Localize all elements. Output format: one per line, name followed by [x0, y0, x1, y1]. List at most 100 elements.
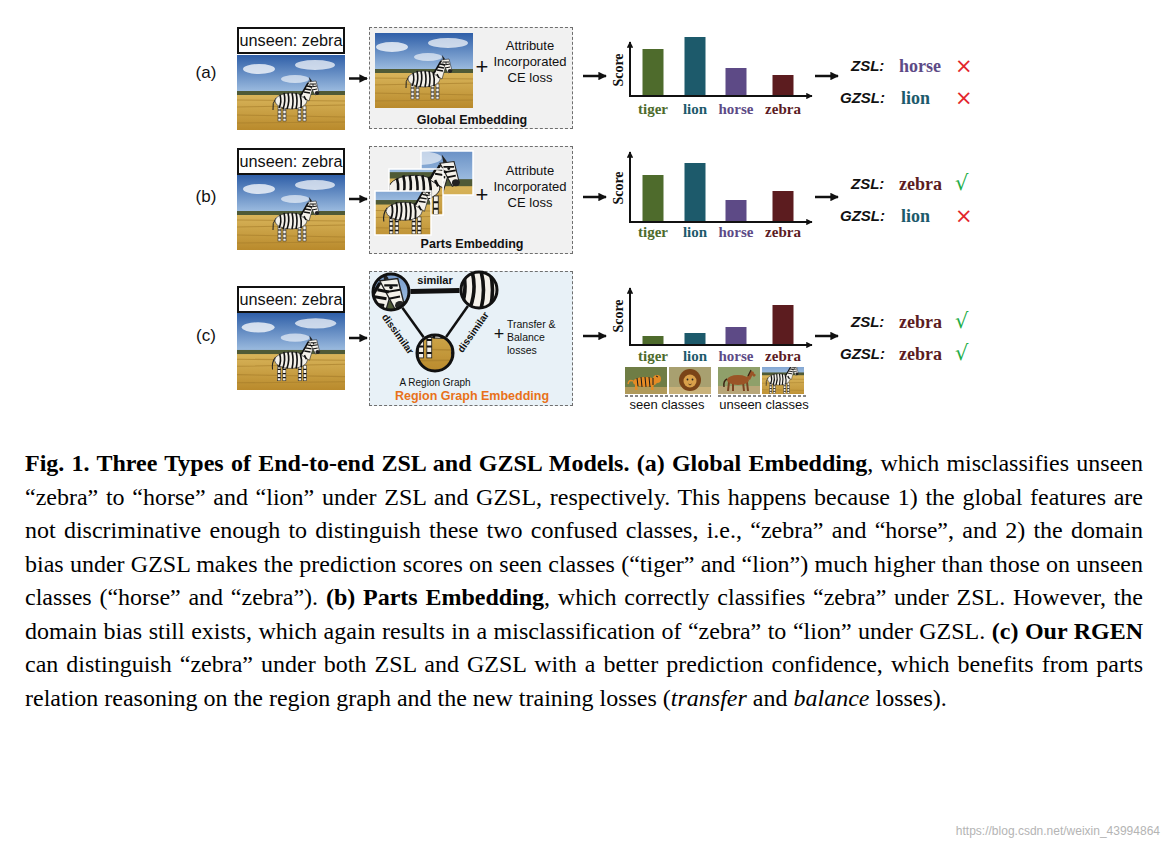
right-mark: √	[955, 171, 968, 195]
region-node	[417, 335, 453, 371]
panel-letter: (a)	[196, 63, 217, 83]
region-node	[373, 274, 409, 310]
region-node	[461, 272, 497, 308]
score-bar	[726, 327, 747, 345]
axis-title: Score	[611, 171, 627, 204]
class-name: zebra	[765, 348, 801, 365]
class-group-label: unseen classes	[719, 398, 809, 413]
score-bar	[726, 200, 747, 222]
input-label: unseen: zebra	[237, 286, 345, 313]
flow-arrow	[815, 335, 838, 338]
flow-arrow	[583, 75, 606, 78]
photo-crop	[370, 33, 478, 108]
caption-run: and	[747, 685, 794, 711]
class-name: zebra	[765, 101, 801, 118]
prediction: zebra	[899, 344, 942, 365]
loss-text: Attribute Incorporated CE loss	[487, 163, 573, 211]
caption-run: transfer	[671, 685, 747, 711]
photo-crop	[315, 116, 505, 248]
embedding-title: Parts Embedding	[421, 238, 524, 252]
photo-crop	[237, 55, 345, 130]
flow-arrow	[583, 335, 606, 338]
class-group-bracket	[625, 395, 711, 396]
embedding-title: Region Graph Embedding	[395, 390, 549, 404]
flow-connector	[349, 198, 367, 201]
x-axis	[629, 95, 812, 97]
loss-text: Transfer & Balance losses	[507, 318, 571, 357]
score-chart	[629, 288, 812, 346]
graph-edge	[402, 308, 423, 337]
photo-crop	[315, 116, 505, 248]
caption-run: can distinguish “zebra” under both ZSL a…	[25, 651, 1143, 711]
region-crop	[358, 187, 601, 356]
class-name: lion	[683, 101, 707, 118]
class-name: tiger	[638, 348, 668, 365]
input-label: unseen: zebra	[237, 148, 345, 175]
photo-crop	[236, 313, 347, 390]
loss-text: Attribute Incorporated CE loss	[487, 38, 573, 86]
photo-crop	[237, 175, 345, 250]
class-group-label: seen classes	[629, 398, 704, 413]
y-axis	[629, 288, 631, 346]
embedding-panel: +Attribute Incorporated CE lossGlobal Em…	[369, 27, 573, 129]
photo-crop	[343, 159, 465, 244]
prediction: lion	[901, 88, 930, 109]
photo-border	[375, 191, 431, 235]
caption-run: (c) Our RGEN	[992, 618, 1143, 644]
setting-name: GZSL:	[840, 89, 885, 106]
score-bar	[643, 175, 664, 222]
axis-title: Score	[611, 299, 627, 332]
score-bar	[773, 191, 794, 222]
flow-arrow	[583, 76, 838, 336]
score-chart	[629, 152, 812, 223]
photo-crop	[343, 159, 465, 244]
score-bar	[726, 68, 747, 96]
class-name: zebra	[765, 224, 801, 241]
flow-connector	[349, 77, 367, 80]
relation-label: similar	[417, 274, 452, 286]
class-group-bracket	[625, 395, 806, 396]
score-bar	[773, 305, 794, 345]
class-thumbnails	[718, 367, 760, 394]
class-name: horse	[719, 101, 754, 118]
score-bar	[773, 75, 794, 96]
score-bar	[685, 333, 706, 345]
caption-run: losses).	[869, 685, 946, 711]
class-name: lion	[683, 224, 707, 241]
input-image-box: unseen: zebra	[237, 27, 345, 130]
plus-sign: +	[476, 184, 489, 206]
class-thumbnails	[625, 347, 817, 400]
y-axis	[629, 152, 631, 223]
figure-caption: Fig. 1. Three Types of End-to-end ZSL an…	[25, 447, 1143, 715]
setting-name: ZSL:	[851, 57, 884, 74]
class-name: tiger	[638, 101, 668, 118]
region-crop	[352, 250, 529, 373]
panel-letter: (b)	[196, 187, 217, 207]
score-bar	[685, 163, 706, 222]
plus-sign: +	[494, 325, 505, 343]
score-chart	[629, 37, 812, 346]
region-crop	[352, 250, 529, 373]
flow-arrow	[583, 196, 606, 199]
embedding-panel: +Attribute Incorporated CE lossParts Emb…	[369, 146, 573, 254]
setting-name: ZSL:	[851, 313, 884, 330]
embedding-title: Global Embedding	[417, 114, 527, 128]
photo-crop	[237, 175, 345, 250]
wrong-mark: ×	[955, 86, 973, 110]
flow-arrow	[815, 75, 838, 78]
region-crop	[358, 187, 601, 356]
right-mark: √	[955, 309, 968, 333]
graph-caption: A Region Graph	[399, 377, 470, 388]
flow-connector	[349, 337, 367, 340]
caption-run: Fig. 1. Three Types of End-to-end ZSL an…	[25, 450, 867, 476]
caption-run: (b) Parts Embedding	[326, 584, 544, 610]
class-name: horse	[719, 348, 754, 365]
right-mark: √	[955, 341, 968, 365]
x-axis	[629, 221, 812, 223]
photo-crop	[370, 33, 478, 108]
caption-run: balance	[794, 685, 870, 711]
